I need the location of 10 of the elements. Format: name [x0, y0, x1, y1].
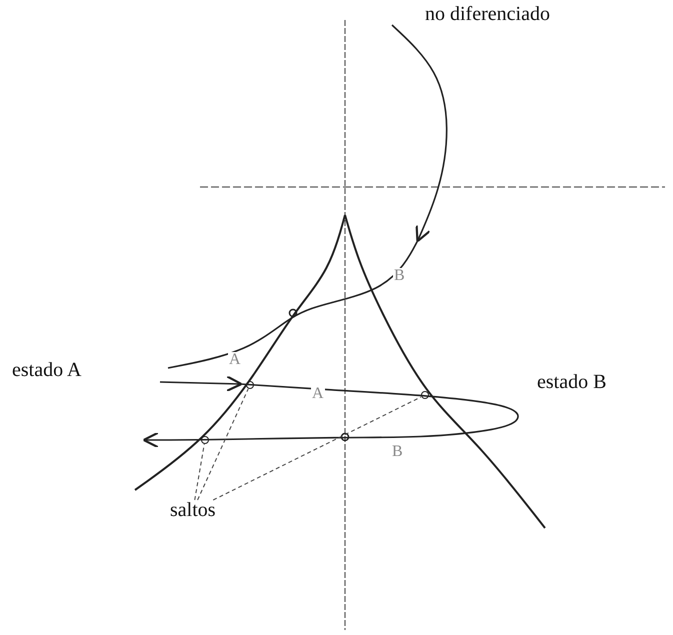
state-label: estado A [12, 360, 82, 380]
leader-line [212, 396, 422, 500]
callout-label: saltos [170, 500, 216, 520]
jump-point-marker [421, 391, 429, 399]
leader-line [197, 388, 249, 500]
jump-point-marker [246, 381, 254, 389]
leader-line [194, 444, 205, 500]
state-label: no diferenciado [425, 4, 550, 24]
state-label: estado B [537, 372, 606, 392]
jump-point-marker [201, 436, 209, 444]
